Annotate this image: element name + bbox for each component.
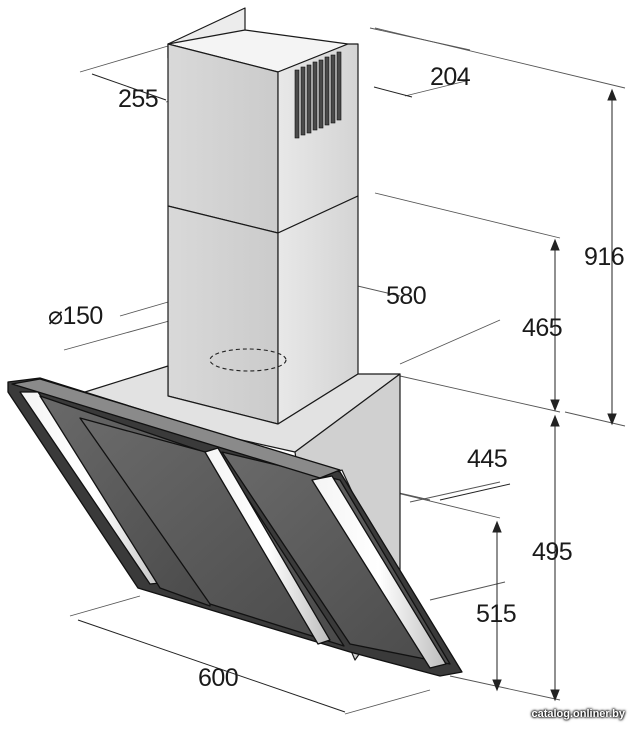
dim-canopy-height: 495 — [532, 538, 572, 566]
glass-middle-strip — [204, 447, 331, 645]
dim-glass-height: 515 — [476, 600, 516, 628]
vent-grille — [294, 51, 342, 139]
dimension-labels: 255 204 916 580 ⌀150 465 445 495 515 600 — [48, 63, 625, 692]
glass-top-bar — [11, 378, 341, 479]
glass-right-strip — [311, 475, 447, 669]
dim-overall-width: 600 — [198, 664, 238, 692]
dim-body-depth: 580 — [386, 282, 426, 310]
duct-outlet-marker — [209, 348, 287, 372]
dim-chimney-depth: 204 — [430, 63, 471, 91]
glass-front — [7, 377, 463, 677]
dim-canopy-depth: 445 — [467, 445, 507, 473]
dim-duct-diameter: ⌀150 — [48, 302, 103, 330]
dim-chimney-width: 255 — [118, 85, 158, 113]
dimension-lines — [77, 73, 617, 713]
glass-center-panel — [79, 417, 345, 647]
chimney-front-left — [167, 43, 279, 234]
dim-total-height: 916 — [584, 243, 624, 271]
chimney-lower-left — [167, 205, 279, 425]
watermark: catalog.onliner.by — [531, 708, 625, 720]
chimney — [167, 7, 359, 425]
dim-chimney-lower-height: 465 — [522, 314, 562, 342]
